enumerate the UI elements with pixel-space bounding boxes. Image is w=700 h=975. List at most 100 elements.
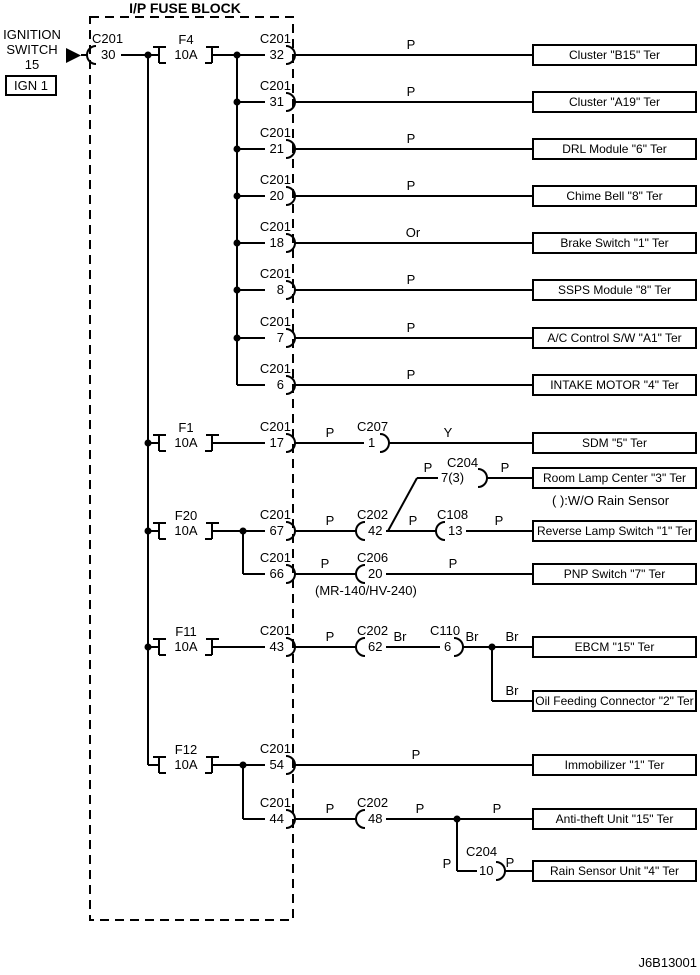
target-box-anti-theft: Anti-theft Unit "15" Ter (532, 808, 697, 830)
connector-label: C201 (259, 78, 291, 93)
wire-color-label: P (325, 425, 335, 440)
target-box-ssps-module: SSPS Module "8" Ter (532, 279, 697, 301)
wire-color-label: P (325, 513, 335, 528)
target-box-room-lamp: Room Lamp Center "3" Ter (532, 467, 697, 489)
fuse-rating-f12: 10A (174, 757, 198, 772)
ign1-badge: IGN 1 (5, 75, 57, 96)
note-mr140-hv240: (MR-140/HV-240) (315, 583, 417, 598)
wire-color-label: P (494, 513, 504, 528)
wire-color-label: P (505, 855, 515, 870)
pin-label: 13 (448, 523, 463, 538)
connector-label: C201 (259, 125, 291, 140)
fuse-symbols (153, 46, 219, 774)
wire-color-label: Or (405, 225, 421, 240)
wire-color-label: P (442, 856, 452, 871)
pin-label: 67 (269, 523, 284, 538)
fuse-name-f12: F12 (174, 742, 198, 757)
wire-color-label: Br (465, 629, 479, 644)
wire-color-label: P (492, 801, 502, 816)
connector-label: C206 (357, 550, 389, 565)
pin-label: 7 (276, 330, 284, 345)
wire-color-label: P (411, 747, 421, 762)
pin-label: 42 (368, 523, 383, 538)
fuse-name-f20: F20 (174, 508, 198, 523)
pin-label: 44 (269, 811, 284, 826)
fuse-block-outline (89, 16, 294, 921)
wire-color-label: P (408, 513, 418, 528)
connector-label: C201 (259, 741, 291, 756)
target-box-brake-switch: Brake Switch "1" Ter (532, 232, 697, 254)
wire-color-label: Br (505, 629, 519, 644)
source-label-line3: 15 (24, 57, 40, 72)
pin-label: 31 (269, 94, 284, 109)
source-label-line2: SWITCH (6, 42, 58, 57)
fuse-rating-f4: 10A (174, 47, 198, 62)
connector-label: C201 (259, 623, 291, 638)
pin-label: 8 (276, 282, 284, 297)
connector-label: C108 (437, 507, 469, 522)
pin-label: 10 (479, 863, 494, 878)
target-box-reverse-lamp: Reverse Lamp Switch "1" Ter (532, 520, 697, 542)
wire-color-label: P (325, 801, 335, 816)
pin-label: 43 (269, 639, 284, 654)
connector-label: C201 (259, 31, 291, 46)
fuse-name-f1: F1 (178, 420, 194, 435)
connector-label: C207 (357, 419, 389, 434)
wire-color-label: P (325, 629, 335, 644)
document-code: J6B13001 (638, 955, 697, 970)
connector-label: C202 (357, 507, 389, 522)
fuse-rating-f20: 10A (174, 523, 198, 538)
pin-label: 62 (368, 639, 383, 654)
connector-label: C201 (259, 219, 291, 234)
connector-label: C204 (447, 455, 479, 470)
bus-lines (147, 55, 493, 871)
wire-color-label: P (406, 131, 416, 146)
pin-label: 17 (269, 435, 284, 450)
target-box-cluster-b15: Cluster "B15" Ter (532, 44, 697, 66)
wire-color-label: P (320, 556, 330, 571)
pin-label: 48 (368, 811, 383, 826)
connector-label: C202 (357, 623, 389, 638)
wire-segments (81, 54, 532, 872)
connector-label: C201 (259, 419, 291, 434)
wire-color-label: Y (443, 425, 453, 440)
target-box-drl-module: DRL Module "6" Ter (532, 138, 697, 160)
fuse-name-f11: F11 (175, 624, 197, 639)
connector-label: C201 (259, 314, 291, 329)
connector-label: C201 (259, 795, 291, 810)
wire-color-label: P (406, 84, 416, 99)
target-box-ac-control: A/C Control S/W "A1" Ter (532, 327, 697, 349)
junction-dots (144, 51, 496, 823)
connector-label: C204 (466, 844, 498, 859)
wire-color-label: P (500, 460, 510, 475)
target-box-cluster-a19: Cluster "A19" Ter (532, 91, 697, 113)
wire-color-label: P (448, 556, 458, 571)
connector-label: C201 (259, 507, 291, 522)
fuse-rating-f11: 10A (174, 639, 198, 654)
connector-label: C201 (259, 266, 291, 281)
connector-label: C201 (92, 31, 124, 46)
target-box-ebcm: EBCM "15" Ter (532, 636, 697, 658)
pin-label: 7(3) (441, 470, 465, 485)
connector-label: C201 (259, 361, 291, 376)
connector-arcs (86, 45, 506, 881)
connector-label: C202 (357, 795, 389, 810)
wire-color-label: P (406, 367, 416, 382)
pin-label: 6 (444, 639, 452, 654)
pin-label: 21 (269, 141, 284, 156)
target-box-sdm: SDM "5" Ter (532, 432, 697, 454)
connector-label: C110 (430, 623, 461, 638)
target-box-rain-sensor: Rain Sensor Unit "4" Ter (532, 860, 697, 882)
note-wo-rain-sensor: ( ):W/O Rain Sensor (552, 493, 670, 508)
target-box-intake-motor: INTAKE MOTOR "4" Ter (532, 374, 697, 396)
entry-arrow-icon (66, 48, 81, 63)
wire-color-label: P (406, 320, 416, 335)
pin-label: 18 (269, 235, 284, 250)
pin-label: 6 (276, 377, 284, 392)
fuse-rating-f1: 10A (174, 435, 198, 450)
wire-color-label: Br (505, 683, 519, 698)
pin-label: 20 (269, 188, 284, 203)
wire-color-label: P (415, 801, 425, 816)
